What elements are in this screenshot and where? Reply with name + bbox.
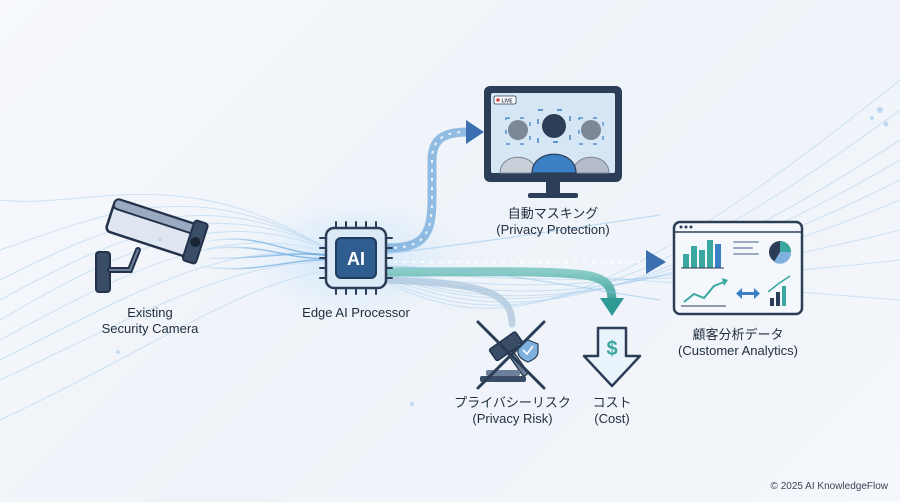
- analytics-label-line2: (Customer Analytics): [678, 343, 798, 358]
- analytics-label: 顧客分析データ (Customer Analytics): [668, 327, 808, 359]
- dashboard-bar-chart: [681, 240, 724, 269]
- cost-label-line1: コスト: [592, 395, 632, 410]
- masking-label-line2: (Privacy Protection): [496, 222, 610, 237]
- dashboard-text-lines: [733, 241, 759, 255]
- analytics-stream: [384, 214, 661, 301]
- dashboard-mini-bars: [767, 275, 791, 306]
- camera-label-line2: Security Camera: [101, 321, 199, 336]
- decorative-dots: [116, 107, 889, 406]
- cancelled-gavel-icon: [476, 320, 546, 390]
- dashboard-pie-chart: [769, 241, 792, 264]
- security-camera-icon: [95, 198, 209, 293]
- dollar-down-arrow-icon: $: [582, 326, 642, 388]
- analytics-label-line1: 顧客分析データ: [692, 327, 784, 342]
- copyright-footer: © 2025 AI KnowledgeFlow: [770, 481, 888, 492]
- monitor-live-badge: LIVE: [501, 99, 513, 105]
- cost-label-line2: (Cost): [594, 411, 630, 426]
- dashboard-swap-arrow: [736, 288, 760, 299]
- masked-person-center: [531, 109, 577, 174]
- ai-chip-icon: AI: [319, 221, 393, 295]
- camera-data-stream: [199, 238, 331, 270]
- camera-label-line1: Existing: [127, 305, 173, 320]
- privacy-risk-label-line2: (Privacy Risk): [472, 411, 553, 426]
- arrow-to-masking: [380, 120, 484, 253]
- processor-label: Edge AI Processor: [286, 305, 426, 321]
- dashboard-icon: [672, 220, 804, 316]
- masked-person-right: [572, 117, 610, 174]
- cost-dollar-symbol: $: [606, 338, 617, 360]
- processor-label-line1: Edge AI Processor: [302, 305, 410, 320]
- chip-label: AI: [347, 249, 365, 269]
- masking-label: 自動マスキング (Privacy Protection): [483, 206, 623, 238]
- cost-label: コスト (Cost): [576, 395, 648, 427]
- arrow-to-analytics: [380, 250, 666, 274]
- dashboard-line-chart: [681, 278, 728, 307]
- masking-label-line1: 自動マスキング: [507, 206, 599, 221]
- camera-label: Existing Security Camera: [90, 305, 210, 337]
- masked-person-left: [499, 117, 537, 174]
- monitor-icon: LIVE: [484, 86, 622, 198]
- arrow-to-cost: [380, 267, 624, 316]
- arrow-to-privacy-risk: [381, 276, 516, 328]
- privacy-risk-label: プライバシーリスク (Privacy Risk): [445, 395, 580, 427]
- privacy-risk-label-line1: プライバシーリスク: [454, 395, 571, 410]
